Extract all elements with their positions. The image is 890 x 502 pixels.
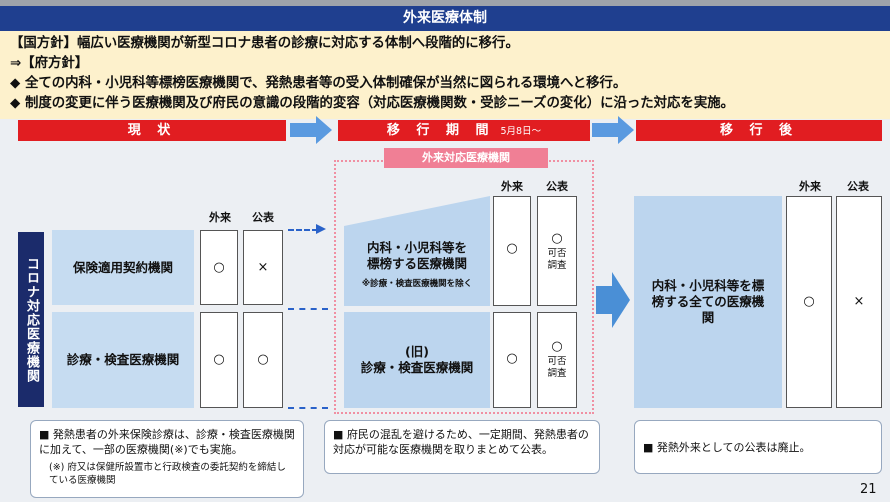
- row-insurance-contract: 保険適用契約機関: [52, 230, 194, 305]
- cell-public: ○ 可否調査: [537, 312, 577, 408]
- policy-section: 【国方針】幅広い医療機関が新型コロナ患者の診療に対応する体制へ段階的に移行。 ⇒…: [0, 31, 890, 119]
- public-symbol: ○: [551, 231, 563, 246]
- row-label: 内科・小児科等を標榜する全ての医療機関: [651, 278, 765, 325]
- top-gray-line: [0, 0, 890, 6]
- phase-current-header: 現 状: [18, 120, 286, 141]
- current-note-main: ■ 発熱患者の外来保険診療は、診療・検査医療機関に加えて、一部の医療機関(※)で…: [39, 428, 295, 456]
- transition-box-label: 外来対応医療機関: [384, 148, 548, 168]
- dashed-connector: [288, 407, 328, 409]
- transition-date: 5月8日～: [500, 126, 542, 137]
- col-header-outpatient: 外来: [209, 211, 231, 224]
- cell-public: ○ 可否調査: [537, 196, 577, 306]
- policy-line-prefecture: ⇒【府方針】: [10, 56, 89, 71]
- after-note: ■ 発熱外来としての公表は廃止。: [634, 420, 882, 474]
- row-former-testing-facility: (旧) 診療・検査医療機関: [344, 312, 490, 408]
- row-sublabel: ※診療・検査医療機関を除く: [361, 279, 473, 289]
- cell-public: ×: [836, 196, 882, 408]
- arrowhead-icon: [316, 224, 326, 234]
- current-note-sub: (※) 府又は保健所設置市と行政検査の委託契約を締結している医療機関: [49, 462, 286, 486]
- policy-line-national: 【国方針】幅広い医療機関が新型コロナ患者の診療に対応する体制へ段階的に移行。: [10, 36, 519, 51]
- public-survey-text: 可否調査: [547, 356, 567, 379]
- cell-outpatient: ○: [493, 312, 531, 408]
- cell-public: ○: [243, 312, 283, 408]
- current-note: ■ 発熱患者の外来保険診療は、診療・検査医療機関に加えて、一部の医療機関(※)で…: [30, 420, 304, 498]
- cell-outpatient: ○: [200, 312, 238, 408]
- cell-outpatient: ○: [200, 230, 238, 305]
- transition-note: ■ 府民の混乱を避けるため、一定期間、発熱患者の対応が可能な医療機関を取りまとめ…: [324, 420, 600, 474]
- row-label: 内科・小児科等を標榜する医療機関: [366, 240, 467, 271]
- arrow-right-icon: [592, 116, 634, 144]
- row-label-prefix: (旧): [405, 344, 429, 359]
- dashed-connector: [288, 308, 328, 310]
- row1-background: [344, 196, 490, 306]
- cell-public: ×: [243, 230, 283, 305]
- public-survey-text: 可否調査: [547, 248, 567, 271]
- page-title: 外来医療体制: [0, 6, 890, 31]
- row-internal-pediatric: 内科・小児科等を標榜する医療機関 ※診療・検査医療機関を除く: [344, 226, 490, 306]
- phase-after-header: 移 行 後: [636, 120, 882, 141]
- row-all-internal-pediatric: 内科・小児科等を標榜する全ての医療機関: [634, 196, 782, 408]
- col-header-public: 公表: [252, 211, 274, 224]
- col-header-public: 公表: [847, 180, 869, 193]
- policy-line-bullet-2: ◆ 制度の変更に伴う医療機関及び府民の意識の段階的変容（対応医療機関数・受診ニー…: [10, 96, 734, 111]
- row-label: 診療・検査医療機関: [360, 360, 474, 375]
- page-number: 21: [860, 482, 877, 497]
- dashed-connector: [288, 229, 318, 231]
- col-header-public: 公表: [546, 180, 568, 193]
- row-label: 診療・検査医療機関: [66, 352, 180, 367]
- cell-outpatient: ○: [786, 196, 832, 408]
- col-header-outpatient: 外来: [799, 180, 821, 193]
- cell-outpatient: ○: [493, 196, 531, 306]
- row-testing-facility: 診療・検査医療機関: [52, 312, 194, 408]
- arrow-right-icon: [596, 272, 630, 328]
- row-label: 保険適用契約機関: [72, 259, 173, 275]
- arrow-right-icon: [290, 116, 332, 144]
- side-label-covid-facilities: コロナ対応医療機関: [18, 232, 44, 407]
- policy-line-bullet-1: ◆ 全ての内科・小児科等標榜医療機関で、発熱患者等の受入体制確保が当然に図られる…: [10, 76, 627, 91]
- col-header-outpatient: 外来: [501, 180, 523, 193]
- public-symbol: ○: [551, 339, 563, 354]
